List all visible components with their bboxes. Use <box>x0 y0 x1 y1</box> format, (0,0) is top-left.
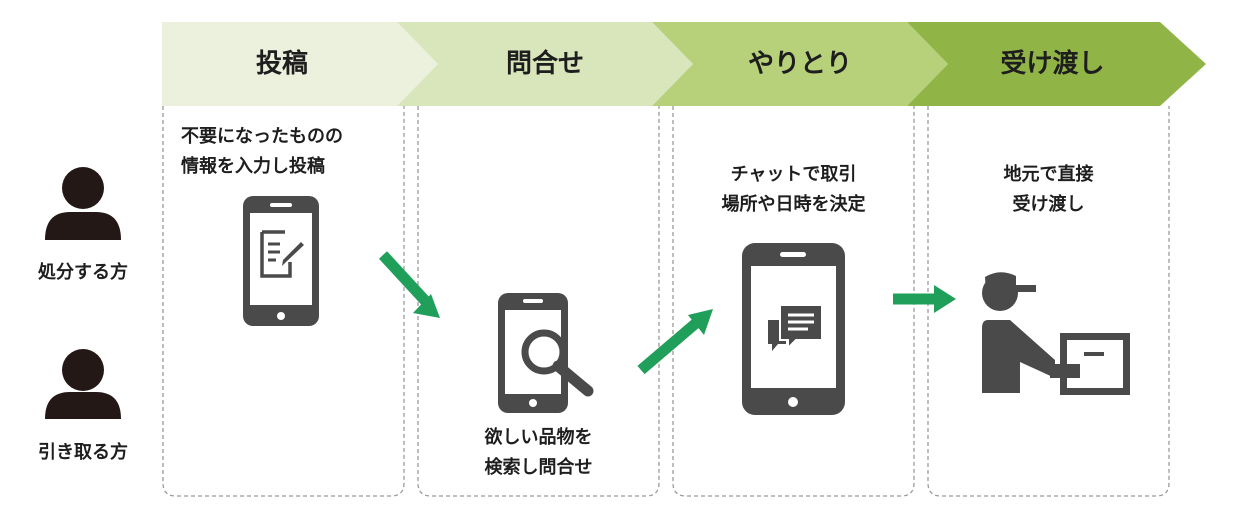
step-title-inquiry: 問合せ <box>505 49 584 79</box>
smartphone-edit-icon <box>243 196 319 326</box>
flow-arrow-right <box>893 285 956 313</box>
handover-person-box-icon <box>982 272 1130 395</box>
flow-arrow-down-right <box>378 251 440 318</box>
step-description-line: 情報を入力し投稿 <box>181 156 325 177</box>
step-description-exchange: チャットで取引 場所や日時を決定 <box>673 160 914 220</box>
step-column-exchange <box>672 106 915 497</box>
step-description-line: 欲しい品物を <box>484 427 593 448</box>
step-column-post <box>162 106 405 497</box>
step-description-line: 不要になったものの <box>181 126 343 147</box>
step-description-line: 検索し問合せ <box>484 457 593 478</box>
step-description-line: 地元で直接 <box>1003 164 1094 185</box>
smartphone-chat-icon <box>742 243 845 415</box>
flow-arrow-up-right <box>637 309 713 375</box>
step-banner-exchange <box>652 22 948 106</box>
person-icon <box>45 349 121 419</box>
step-title-handover: 受け渡し <box>1000 49 1105 79</box>
step-banner-inquiry <box>397 22 693 106</box>
person-icon <box>45 167 121 240</box>
step-description-handover: 地元で直接 受け渡し <box>928 160 1169 220</box>
step-description-post: 不要になったものの 情報を入力し投稿 <box>181 122 401 182</box>
step-column-inquiry <box>417 106 660 497</box>
step-description-line: チャットで取引 <box>730 164 857 185</box>
step-column-handover <box>927 106 1170 497</box>
smartphone-search-icon <box>498 293 594 413</box>
role-label-disposer: 処分する方 <box>38 262 128 283</box>
step-description-line: 場所や日時を決定 <box>721 194 866 215</box>
step-description-inquiry: 欲しい品物を 検索し問合せ <box>418 423 659 483</box>
step-title-post: 投稿 <box>255 49 308 79</box>
step-title-exchange: やりとり <box>747 49 852 79</box>
step-description-line: 受け渡し <box>1012 194 1085 215</box>
role-label-receiver: 引き取る方 <box>38 442 128 463</box>
step-banner-post <box>162 22 438 106</box>
step-banner-handover <box>907 22 1206 106</box>
